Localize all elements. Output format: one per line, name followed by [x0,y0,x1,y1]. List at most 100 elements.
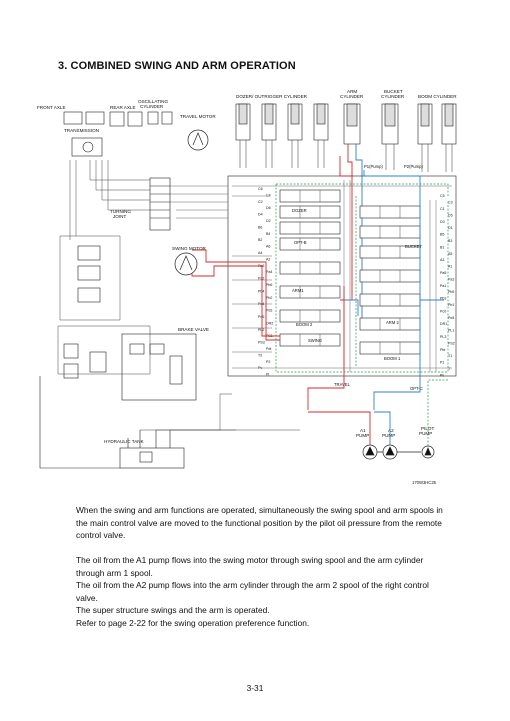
port-label: C1 [440,207,445,211]
oscillating-cylinder-label-1: OSCILLATING [138,99,168,104]
spool-label-swing: SWING [308,338,322,343]
hydraulic-tank-label: HYDRAULIC TANK [104,439,145,444]
figure-code: 170W3HC25 [412,480,437,485]
a1-pump-label-2: PUMP [356,433,369,438]
a1-flow-lines [191,156,352,410]
a1-pump-label-1: A1 [360,428,366,433]
port-label: D5 [448,213,453,217]
pump-a2-icon [382,444,398,460]
port-label: A6 [266,245,270,249]
port-label: C6 [258,187,263,191]
spool-label-opt-c: OPT-C [410,386,423,391]
port-label: B1 [440,245,444,249]
port-label: B2 [258,238,262,242]
port-label: A2 [266,257,270,261]
turning-joint-icon [149,177,171,231]
port-label: Pd4 [448,316,454,320]
paragraph-2: The oil from the A1 pump flows into the … [76,555,424,578]
swing-motor-label: SWING MOTOR [172,246,207,251]
port-label: C3 [448,201,453,205]
a2-pump-line [374,411,391,445]
port-label: T [448,367,451,371]
spool-dividers [299,190,401,354]
turning-joint-label-1: TURNING [110,209,131,214]
port-label: Pb6 [266,283,272,287]
travel-motor-icon [187,129,209,151]
left-accumulators [63,245,107,379]
spool-label-opt-b: OPT-B [294,240,307,245]
brake-valve-label: BRAKE VALVE [178,327,209,332]
port-label: A1 [448,265,452,269]
bucket-cylinder-label-2: CYLINDER [381,94,405,99]
brake-valve-box [121,333,197,401]
port-label: PL3 [440,335,446,339]
port-label: Ps [440,373,444,377]
port-label: PL1 [448,329,454,333]
port-label: Pa3 [448,277,454,281]
bucket-cylinder-label-1: BUCKET [384,89,403,94]
spool-label-boom1: BOOM 1 [384,356,401,361]
port-label: A4 [258,251,262,255]
a1-pump-line [308,411,371,445]
port-label: C4 [266,193,271,197]
section-title: 3. COMBINED SWING AND ARM OPERATION [58,60,296,72]
a2-flow-lines [342,170,444,410]
p2-pump-label: P2(Pump) [404,164,423,169]
spool-label-bucket: BUCKET [405,244,422,249]
port-label: Pd5 [258,315,264,319]
port-label: P1 [440,361,444,365]
cylinder-hoses [239,140,453,172]
port-label: D4 [258,213,263,217]
pump-a1-icon [362,444,378,460]
port-label: Pi [266,373,269,377]
pilot-pump-line [427,379,448,446]
port-label: T2 [258,353,262,357]
port-label: B6 [258,225,262,229]
cylinder-row [235,103,457,145]
port-label: Pdt [266,347,271,351]
a2-pump-label-1: A2 [388,428,394,433]
spool-label-arm1: ARM1 [292,288,304,293]
port-label: Pa5 [440,271,446,275]
port-label: Pb4 [258,289,264,293]
port-label: Pd3 [266,309,272,313]
arm-cylinder-flow-lines [347,144,353,300]
oscillating-cylinder-label-2: CYLINDER [140,104,164,109]
port-label: A3 [440,258,444,262]
port-label: C2 [258,200,263,204]
internal-passages [170,180,452,372]
port-label: D6 [266,206,271,210]
hydraulic-tank-icon [39,376,185,469]
arm-cylinder-label-1: ARM [347,89,357,94]
port-label: D3 [440,220,445,224]
spool-label-travel: TRAVEL [334,382,351,387]
paragraph-3: The oil from the A2 pump flows into the … [76,580,429,603]
port-label: A5 [448,252,452,256]
pilot-pump-label-2: PUMP [419,431,432,436]
port-label: B4 [266,232,270,236]
port-label: B5 [440,233,444,237]
port-label: DR1 [440,322,447,326]
spool-label-arm2: ARM 2 [386,320,399,325]
port-label: Pa1 [440,284,446,288]
front-axle-label: FRONT AXLE [37,105,66,110]
port-label: Pb1 [448,303,454,307]
port-label: Pa2 [258,277,264,281]
port-label: B3 [448,239,452,243]
port-label: Pc0 [440,309,446,313]
port-label: C5 [440,194,445,198]
p1-pump-label: P1(Pump) [364,164,383,169]
port-label: DR2 [266,321,273,325]
spool-label-boom2: BOOM 2 [296,322,313,327]
pilot-pump-icon [421,445,435,459]
boom-cylinder-label: BOOM CYLINDER [418,94,457,99]
pilot-lines [275,183,449,373]
travel-motor-label: TRAVEL MOTOR [180,114,216,119]
paragraph-5: Refer to page 2-22 for the swing operati… [76,618,310,628]
port-label: Pb5 [448,290,454,294]
transmission-label: TRANSMISSION [64,128,99,133]
port-label: PS3 [258,341,265,345]
paragraph-1: When the swing and arm functions are ope… [76,505,443,541]
port-label: D2 [266,219,271,223]
rear-axle-label: REAR AXLE [110,105,136,110]
